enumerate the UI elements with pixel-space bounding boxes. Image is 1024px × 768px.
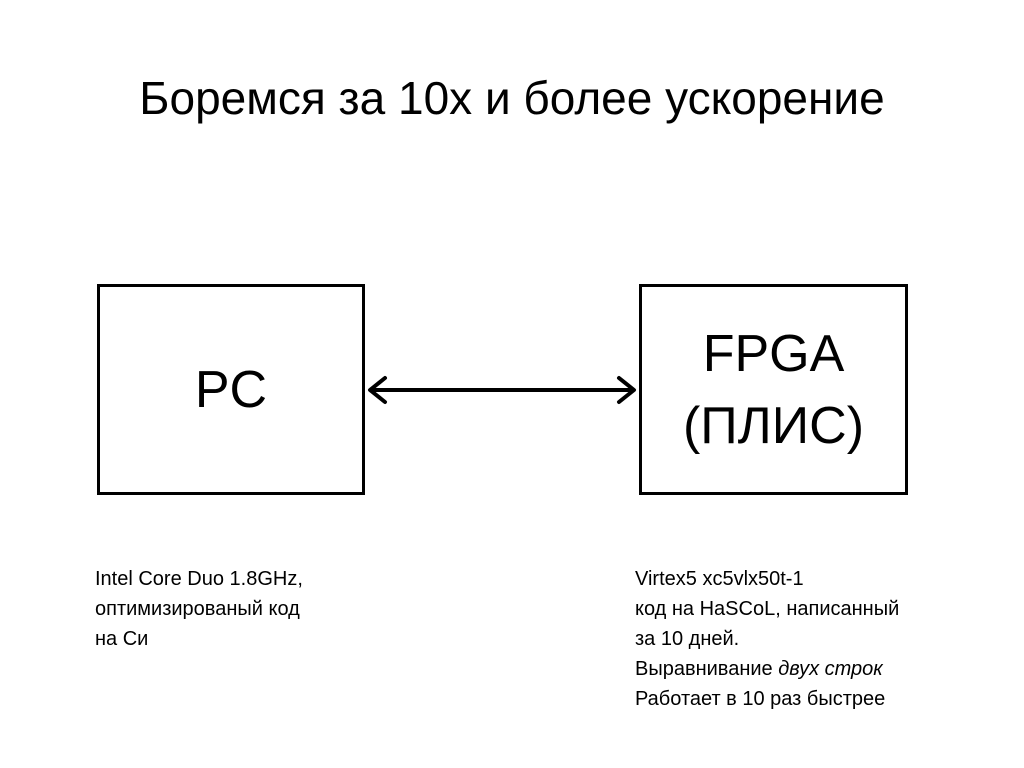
- arrow-head-right: [617, 376, 636, 404]
- alignment-prefix: Выравнивание: [635, 658, 779, 680]
- fpga-caption-line: за 10 дней.: [635, 628, 740, 650]
- fpga-caption-line: код на HaSCoL, написанный: [635, 598, 900, 620]
- fpga-caption-line: Virtex5 xc5vlx50t-1: [635, 568, 804, 590]
- pc-caption: Intel Core Duo 1.8GHz, оптимизированый к…: [95, 564, 303, 654]
- slide-title: Боремся за 10х и более ускорение: [139, 72, 885, 124]
- fpga-caption-line: Выравнивание двух строк: [635, 654, 899, 684]
- arrow-head-left: [368, 376, 387, 404]
- bidirectional-arrow: [368, 376, 636, 404]
- pc-caption-line: на Си: [95, 628, 149, 650]
- fpga-label-line1: FPGA: [702, 324, 845, 383]
- fpga-box: FPGA (ПЛИС): [639, 284, 908, 495]
- alignment-italic-text: двух строк: [778, 658, 883, 680]
- fpga-caption: Virtex5 xc5vlx50t-1 код на HaSCoL, напис…: [635, 564, 899, 714]
- pc-caption-line: Intel Core Duo 1.8GHz,: [95, 568, 303, 590]
- pc-box: PC: [97, 284, 365, 495]
- pc-caption-line: оптимизированый код: [95, 598, 300, 620]
- pc-label: PC: [194, 360, 268, 419]
- fpga-caption-line: Работает в 10 раз быстрее: [635, 688, 886, 710]
- fpga-label-line2: (ПЛИС): [682, 396, 865, 455]
